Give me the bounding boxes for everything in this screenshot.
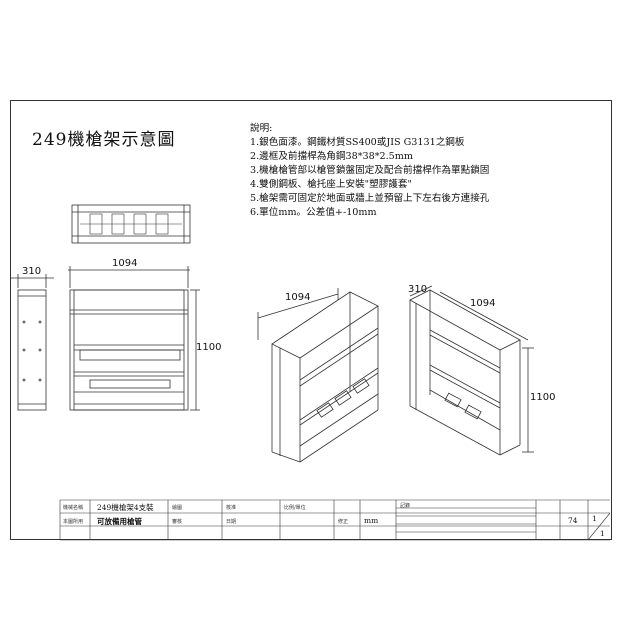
tb-label: 繪圖 xyxy=(172,505,183,511)
title-block-grid xyxy=(59,499,611,541)
dim-iso2-height: 1100 xyxy=(530,392,556,403)
dim-front-width: 1094 xyxy=(112,258,138,269)
dim-iso1-width: 1094 xyxy=(285,292,311,303)
dim-front-height: 1100 xyxy=(196,342,222,353)
notes-block: 說明: 1.銀色面漆。鋼鐵材質SS400或JIS G3131之鋼板 2.邊框及前… xyxy=(250,122,489,220)
side-view xyxy=(10,274,54,411)
tb-sheet-no: 74 xyxy=(568,516,578,525)
note-line: 5.槍架需可固定於地面或牆上並預留上下左右後方連接孔 xyxy=(250,193,490,204)
notes-heading: 說明: xyxy=(250,123,273,134)
tb-name-label: 機械名稱 xyxy=(63,505,84,511)
dim-iso2-depth: 310 xyxy=(408,284,428,295)
tb-label: 比例/單位 xyxy=(284,505,306,511)
isometric-view-side xyxy=(409,285,534,456)
tb-sheet-total: 1 xyxy=(600,529,605,538)
tb-label: 日期 xyxy=(226,519,237,525)
tb-label: 修正 xyxy=(338,519,349,525)
front-view xyxy=(68,266,200,411)
tb-project-value: 可放備用槍管 xyxy=(97,517,142,526)
note-line: 6.單位mm。公差值+-10mm xyxy=(250,207,377,218)
tb-sheet-of: 1 xyxy=(592,514,597,523)
note-line: 1.銀色面漆。鋼鐵材質SS400或JIS G3131之鋼板 xyxy=(250,137,465,148)
tb-label: 核准 xyxy=(226,505,237,511)
note-line: 3.機槍槍管部以槍管鎖盤固定及配合前擋桿作為單點鎖固 xyxy=(250,165,490,176)
tb-name-value: 249機槍架4支裝 xyxy=(97,503,154,512)
dim-iso2-width: 1094 xyxy=(470,298,496,309)
drawing-frame xyxy=(10,100,612,540)
tb-label: 記錄 xyxy=(400,503,411,509)
tb-project-label: 本圖所用 xyxy=(63,519,84,525)
isometric-view-front xyxy=(257,288,379,463)
note-line: 2.邊框及前擋桿為角鋼38*38*2.5mm xyxy=(250,151,413,162)
drawing-title: 249機槍架示意圖 xyxy=(32,130,176,150)
top-view xyxy=(71,204,191,244)
dim-side-depth: 310 xyxy=(22,266,42,277)
note-line: 4.雙側鋼板、槍托座上安裝"塑膠護套" xyxy=(250,179,412,190)
tb-scale-value: mm xyxy=(364,516,379,525)
tb-label: 審核 xyxy=(172,519,183,525)
